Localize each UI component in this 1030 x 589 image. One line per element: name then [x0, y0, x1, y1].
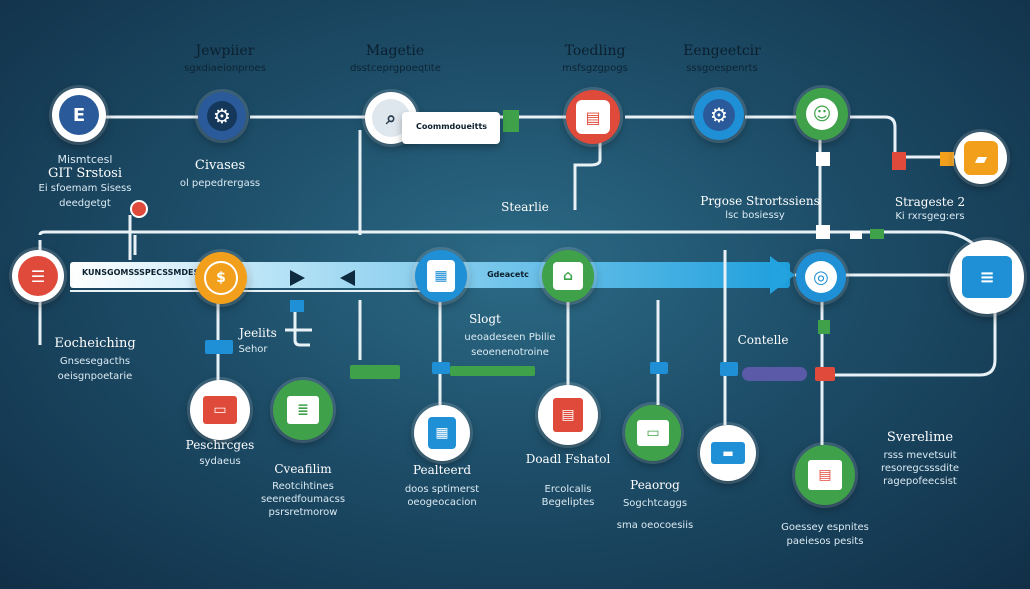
search-card: Coommdoueitts	[402, 112, 500, 144]
bottom-node-6[interactable]: ▬	[700, 425, 756, 481]
sverelime-line-3: ragepofeecsist	[883, 476, 957, 487]
eengeetcir-subtitle: sssgoespenrts	[686, 63, 758, 74]
card-icon: ▬	[711, 442, 745, 464]
bottom-node-2[interactable]: ≣	[273, 380, 333, 440]
top-node-gear[interactable]: ⚙	[198, 92, 246, 140]
bottom-node-3[interactable]: ▦	[414, 405, 470, 461]
bottom-node-2-line-2: seenedfoumacss	[260, 494, 346, 505]
bottom-node-7-line-2: paeiesos pesits	[786, 536, 864, 547]
bottom-node-1-title: Peschrcges	[185, 438, 255, 452]
main-bar-label: KUNSGOMSSSPECSSMDESSTICEN	[82, 268, 232, 277]
main-bar-segment: Gdeacetc	[487, 270, 529, 279]
ticket-icon: ▭	[637, 420, 669, 446]
gear-icon: ⚙	[703, 99, 735, 131]
database-icon: ▤	[576, 100, 610, 134]
bottom-node-2-line-3: psrsretmorow	[268, 507, 338, 518]
top-node-support[interactable]: ☺	[796, 88, 848, 140]
bottom-node-4[interactable]: ▤	[538, 385, 598, 445]
eocheiching-line-2: oeisgnpoetarie	[57, 371, 133, 382]
left-block-line-1: Mismtcesl	[57, 153, 113, 166]
toedling-title: Toedling	[564, 43, 626, 59]
civases-title: Civases	[194, 158, 246, 173]
bar-node-start[interactable]: ☰	[12, 250, 64, 302]
bar-node-chart[interactable]: ⌂	[542, 250, 594, 302]
support-agent-icon: ☺	[806, 98, 838, 130]
bar-node-tablet[interactable]: ▦	[415, 250, 467, 302]
list-icon: ☰	[18, 256, 58, 296]
money-icon: $	[204, 261, 238, 295]
connector-tags	[205, 110, 954, 381]
bottom-node-5-title: Peaorog	[630, 478, 680, 492]
left-block-line-2: GIT Srstosi	[48, 166, 122, 181]
tablet-icon: ▦	[428, 417, 456, 449]
bottom-node-2-title: Cveafilim	[274, 462, 332, 476]
bar-node-server[interactable]: ≡	[950, 240, 1024, 314]
bar-node-target[interactable]: ◎	[796, 252, 846, 302]
invoice-icon: ▤	[808, 460, 842, 490]
chart-board-icon: ⌂	[553, 262, 583, 290]
eocheiching-line-1: Gnsesegacths	[59, 356, 131, 367]
window-icon: ▭	[203, 396, 237, 424]
bottom-node-7-line-1: Goessey espnites	[781, 522, 869, 533]
bottom-node-2-line-1: Reotcihtines	[272, 481, 334, 492]
sverelime-title: Sverelime	[886, 430, 954, 445]
jewpiier-subtitle: sgxdiaeionproes	[184, 63, 266, 74]
bottom-node-1[interactable]: ▭	[190, 380, 250, 440]
bottom-node-4-line-1: Ercolcalis	[544, 484, 592, 495]
jeelits-subtitle: Sehor	[238, 344, 268, 355]
top-node-folder[interactable]: ▰	[955, 132, 1007, 184]
bottom-node-5[interactable]: ▭	[625, 405, 681, 461]
top-node-database[interactable]: ▤	[566, 90, 620, 144]
document-icon: ≣	[287, 396, 319, 424]
tablet-icon: ▦	[427, 260, 455, 292]
top-node-document[interactable]: E	[52, 88, 106, 142]
eocheiching-title: Eocheiching	[54, 336, 136, 351]
strageste-title: Strageste 2	[894, 195, 966, 209]
sverelime-line-2: resoregcsssdite	[880, 463, 960, 474]
bottom-node-5-line-1: Sogchtcaggs	[622, 498, 688, 509]
bar-node-money[interactable]: $	[195, 252, 247, 304]
left-block-line-4: deedgetgt	[59, 198, 111, 209]
slogt-line-2: seoenenotroine	[471, 347, 549, 358]
prgose-subtitle: lsc bosiessy	[725, 210, 785, 221]
bottom-node-3-line-2: oeogeocacion	[407, 497, 477, 508]
bottom-node-1-subtitle: sydaeus	[199, 456, 241, 467]
server-stack-icon: ≡	[962, 256, 1012, 298]
slogt-line-1: ueoadeseen Pbilie	[464, 332, 556, 343]
civases-subtitle: ol pepedrergass	[179, 178, 261, 189]
prgose-title: Prgose Strortssiens	[700, 194, 820, 208]
sverelime-line-1: rsss mevetsuit	[883, 450, 957, 461]
bottom-node-4-title: Doadl Fshatol	[525, 452, 611, 466]
left-block-marker	[130, 200, 148, 218]
magetie-title: Magetie	[365, 43, 425, 59]
bottom-node-7[interactable]: ▤	[795, 445, 855, 505]
toedling-subtitle: msfsgzgpogs	[562, 63, 628, 74]
jewpiier-title: Jewpiier	[195, 43, 255, 59]
bottom-node-3-line-1: doos sptimerst	[404, 484, 480, 495]
stearlie-title: Stearlie	[501, 200, 549, 214]
eengeetcir-title: Eengeetcir	[683, 43, 761, 59]
search-card-text: Coommdoueitts	[416, 122, 488, 131]
top-node-gear-blue[interactable]: ⚙	[694, 90, 744, 140]
jeelits-title: Jeelits	[239, 326, 277, 340]
strageste-subtitle: Ki rxrsgeg:ers	[895, 211, 965, 222]
slogt-title: Slogt	[469, 312, 501, 326]
document-e-icon: E	[59, 95, 99, 135]
left-block-line-3: Ei sfoemam Sisess	[38, 183, 132, 194]
folder-icon: ▰	[964, 141, 998, 175]
gear-icon: ⚙	[207, 101, 237, 131]
contelle-title: Contelle	[737, 333, 789, 347]
report-icon: ▤	[553, 398, 583, 432]
bottom-node-4-line-2: Begeliptes	[541, 497, 595, 508]
target-icon: ◎	[805, 261, 837, 293]
bottom-node-3-title: Pealteerd	[412, 463, 472, 477]
magetie-subtitle: dsstceprgpoeqtite	[350, 63, 441, 74]
bottom-node-5-line-2: sma oeocoesiis	[616, 520, 694, 531]
